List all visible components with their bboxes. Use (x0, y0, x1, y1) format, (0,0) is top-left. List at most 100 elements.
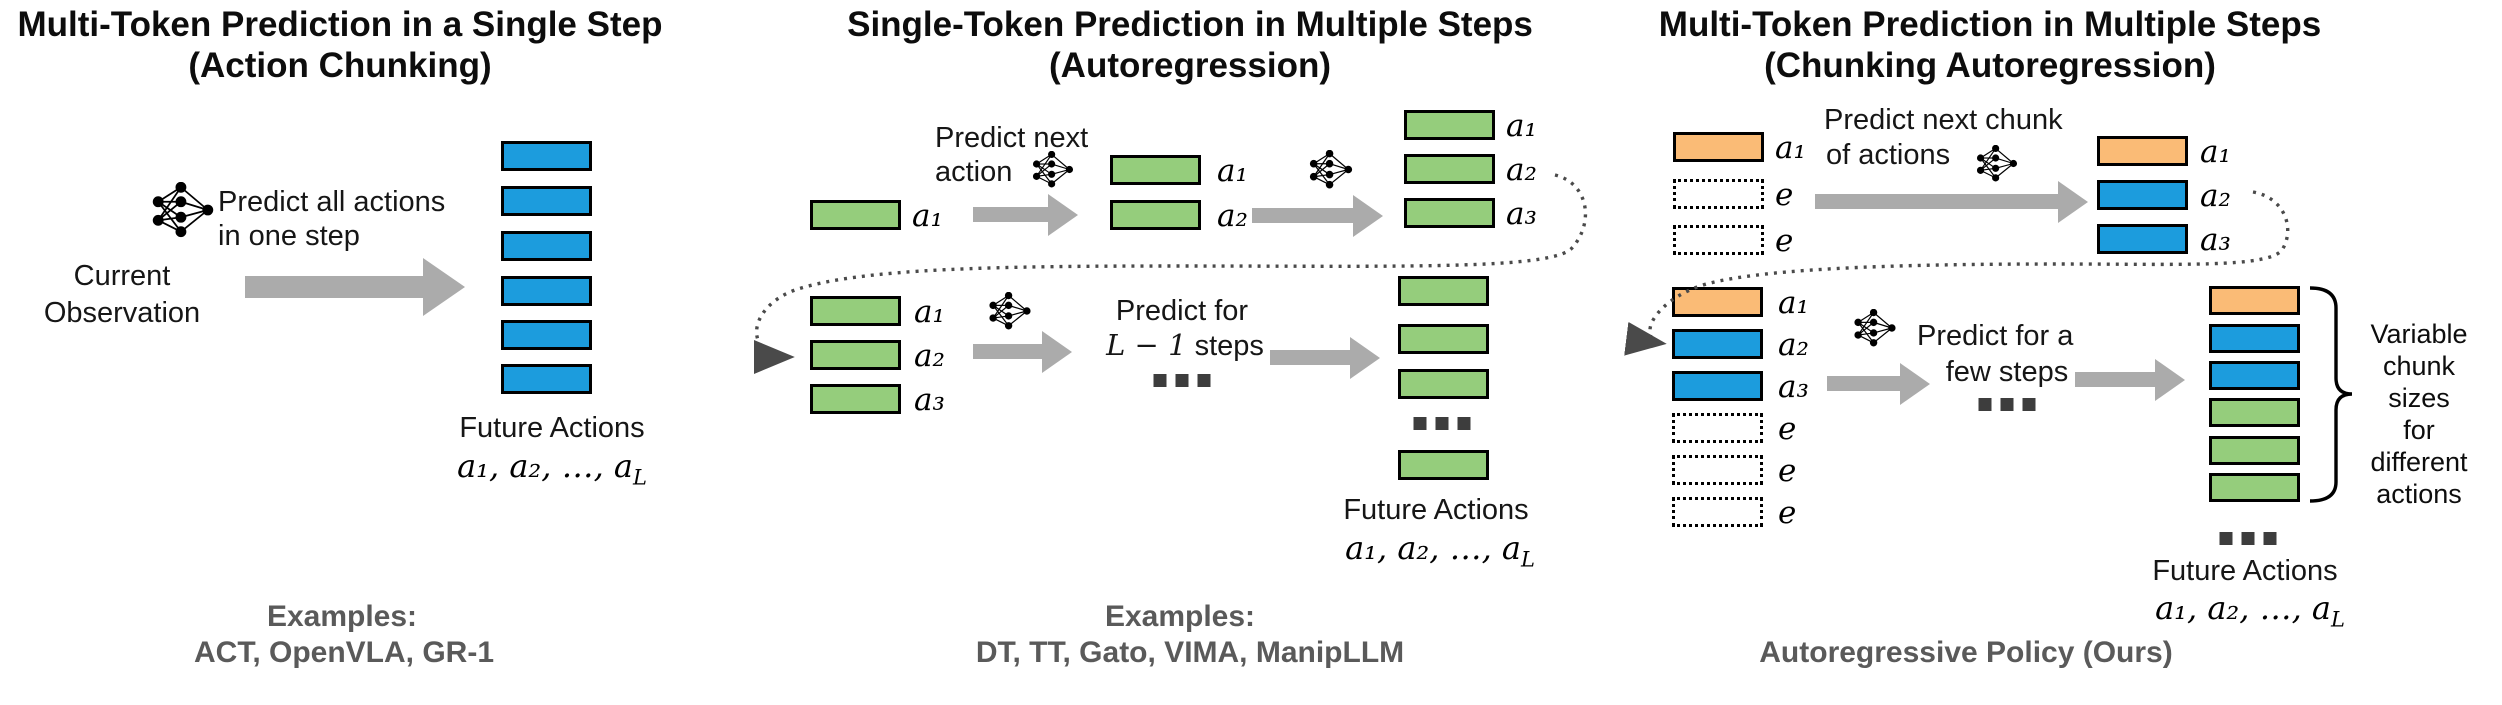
arrow-head (1042, 331, 1072, 373)
panel-title-line2: (Action Chunking) (188, 46, 492, 85)
predict-steps-line1: Predict for a (1917, 320, 2074, 352)
token-label: a₁ (1775, 130, 1806, 166)
token-label: a₁ (914, 294, 945, 330)
variable-chunk-note: Variable chunk sizes for different actio… (2370, 319, 2468, 509)
predict-steps-line1: Predict for (1115, 295, 1249, 327)
math-L-minus-1: L − 1 (1106, 328, 1187, 362)
action-token-blue (1672, 371, 1763, 401)
action-token-green (1398, 324, 1489, 354)
arrow-shaft (1270, 350, 1350, 365)
empty-token-box (1672, 497, 1763, 527)
action-token-green (2209, 473, 2300, 502)
ellipsis-dots (1413, 417, 1471, 430)
flow-arrow (1827, 363, 1930, 405)
neural-network-icon (989, 292, 1031, 330)
arrow-head (2058, 181, 2088, 223)
token-label: a₂ (1217, 198, 1248, 234)
flow-arrow (1252, 195, 1383, 237)
action-token-blue (2097, 224, 2188, 254)
math-prefix: a₁, a₂, …, (2155, 589, 2312, 627)
token-label: a₂ (1506, 152, 1537, 188)
future-actions-label: Future Actions (1343, 494, 1529, 526)
token-label: a₁ (1778, 285, 1809, 321)
token-label: e (1775, 223, 1794, 259)
neural-network-icon (1976, 145, 2018, 182)
arrow-head (2155, 359, 2185, 401)
token-label: a₁ (1217, 153, 1248, 189)
action-token-green (810, 200, 901, 230)
action-token-green (2209, 436, 2300, 465)
action-token-green (1404, 154, 1495, 184)
predict-note-line1: Predict all actions (218, 186, 446, 218)
current-observation-line1: Current (73, 260, 171, 292)
arrow-shaft (245, 276, 423, 298)
arrow-head (423, 258, 465, 316)
ellipsis-dots (1153, 374, 1211, 387)
action-token-blue (501, 276, 592, 306)
math-base: a (2311, 589, 2331, 627)
neural-network-icon (1854, 309, 1896, 347)
token-label: e (1775, 177, 1794, 213)
panel-title-line2: (Chunking Autoregression) (1764, 46, 2216, 85)
token-label: a₂ (1778, 327, 1809, 363)
examples-list: DT, TT, Gato, VIMA, ManipLLM (975, 636, 1405, 669)
math-base: a (613, 447, 633, 485)
action-token-blue (501, 231, 592, 261)
action-token-green (810, 340, 901, 370)
predict-steps-line2: few steps (1945, 356, 2069, 388)
panel-title-line1: Multi-Token Prediction in a Single Step (17, 5, 663, 44)
panel-title-line2: (Autoregression) (1049, 46, 1331, 85)
token-label: a₂ (914, 338, 945, 374)
future-actions-math: a₁, a₂, …, aL (457, 448, 647, 495)
future-actions-label: Future Actions (2152, 555, 2338, 587)
examples-list: ACT, OpenVLA, GR-1 (193, 636, 495, 669)
action-token-green (1404, 110, 1495, 140)
action-token-orange (2209, 286, 2300, 315)
math-base: a (1501, 529, 1521, 567)
predict-note-line1: Predict next chunk (1824, 104, 2063, 136)
steps-word: steps (1186, 330, 1264, 362)
action-token-green (1404, 198, 1495, 228)
math-prefix: a₁, a₂, …, (1345, 529, 1502, 567)
math-subscript: L (2330, 607, 2345, 632)
arrow-shaft (1815, 194, 2058, 209)
flow-arrow (1815, 181, 2088, 223)
action-token-blue (2209, 361, 2300, 390)
token-label: a₁ (1506, 108, 1537, 144)
examples-heading: Examples: (266, 600, 418, 633)
predict-steps-line2: L − 1 steps (1106, 329, 1264, 363)
token-label: a₃ (2200, 222, 2231, 258)
arrow-head (1350, 337, 1380, 379)
token-label: a₁ (2200, 134, 2231, 170)
curly-brace (2309, 286, 2353, 503)
arrow-shaft (973, 344, 1042, 359)
action-token-green (810, 384, 901, 414)
action-token-green (810, 296, 901, 326)
flow-arrow (245, 258, 465, 316)
math-subscript: L (1520, 547, 1535, 572)
action-token-green (1110, 200, 1201, 230)
token-label: e (1778, 411, 1797, 447)
flow-arrow (2075, 359, 2185, 401)
method-caption: Autoregressive Policy (Ours) (1759, 636, 2173, 669)
predict-note-line2: of actions (1826, 139, 1951, 171)
predict-note-line2: action (935, 156, 1013, 188)
arrow-head (1900, 363, 1930, 405)
future-actions-math: a₁, a₂, …, aL (2155, 590, 2345, 637)
current-observation-line2: Observation (43, 297, 201, 329)
action-token-orange (1672, 287, 1763, 317)
arrow-head (1048, 194, 1078, 236)
action-token-blue (501, 186, 592, 216)
arrow-shaft (2075, 372, 2155, 387)
token-label: a₁ (912, 198, 943, 234)
action-token-orange (1673, 132, 1764, 162)
ellipsis-dots (2219, 532, 2277, 545)
ellipsis-dots (1978, 398, 2036, 411)
action-token-blue (1672, 329, 1763, 359)
action-token-green (1398, 276, 1489, 306)
math-subscript: L (632, 465, 647, 490)
predict-note-line1: Predict next (935, 122, 1089, 154)
action-token-blue (501, 364, 592, 394)
neural-network-icon (152, 182, 214, 238)
empty-token-box (1673, 225, 1764, 255)
